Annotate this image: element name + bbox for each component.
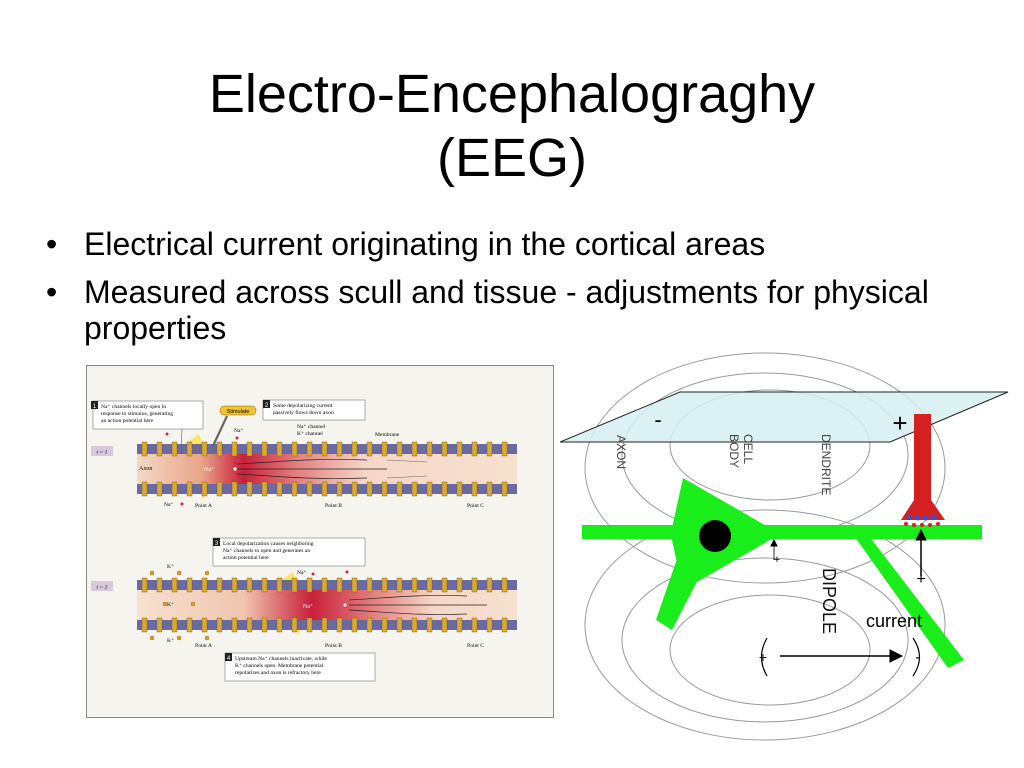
step-3-line: Local depolarization causes neighboring [223, 541, 314, 547]
bullet-list: • Electrical current originating in the … [40, 226, 980, 358]
step-2-line: Some depolarizing current [273, 403, 333, 409]
slide-title: Electro-Encephalograghy (EEG) [0, 62, 1024, 190]
neuron [582, 414, 982, 668]
step-4-line: repolarizes and axon is refractory here [235, 669, 321, 676]
na-ion-label: Na⁺ [234, 427, 244, 434]
step-2-callout: 2 Some depolarizing current passively fl… [262, 399, 366, 421]
point-b-label: Point B [325, 503, 342, 509]
dipole-figure-svg: - + AXON CELL BODY DENDRITE DIPOLE + + c… [560, 352, 1009, 741]
title-line-2: (EEG) [436, 128, 587, 188]
na-interior-label: Na⁺ [204, 466, 214, 473]
bullet-glyph: • [46, 226, 58, 262]
step-4-number: 4 [227, 656, 231, 662]
t2-tag [91, 581, 113, 591]
bullet-text: Electrical current originating in the co… [84, 226, 766, 262]
cell-body-text: BODY [727, 434, 741, 468]
basal-dendrite [656, 550, 708, 630]
bottom-minus-sign: - [915, 649, 920, 666]
bullet-item: • Measured across scull and tissue - adj… [40, 274, 980, 346]
t1-label: t = 1 [97, 450, 108, 456]
dipole-plus-sign: + [916, 571, 925, 588]
stimulate-label: Stimulate [227, 409, 250, 415]
k-ion-label: K⁺ [167, 563, 174, 570]
step-1-badge [91, 401, 98, 409]
step-1-line: response to stimulus, generating [101, 411, 173, 417]
step-3-callout: 3 Local depolarization causes neighborin… [212, 537, 366, 567]
title-line-1: Electro-Encephalograghy [208, 64, 816, 124]
current-label: current [866, 611, 922, 631]
t1-tag [91, 446, 113, 456]
membrane-label: Membrane [375, 432, 400, 438]
apical-dendrite [901, 414, 945, 520]
point-b-label: Point B [325, 643, 342, 649]
axon-text: AXON [614, 435, 628, 469]
bullet-text: Measured across scull and tissue - adjus… [84, 274, 929, 346]
k-interior-label: K⁺ [167, 601, 174, 608]
step-4-callout: 4 Upstream Na⁺ channels inactivate, whil… [224, 652, 376, 682]
dipole-arrows [770, 528, 927, 663]
point-c-label: Point C [467, 643, 484, 649]
step-1-callout: 1 Na⁺ channels locally open in response … [91, 400, 204, 455]
nucleus [699, 520, 731, 552]
step-2-number: 2 [265, 403, 269, 409]
step-4-line: Upstream Na⁺ channels inactivate, while [235, 655, 327, 662]
axon-figure: 1 Na⁺ channels locally open in response … [86, 365, 554, 718]
step-1-number: 1 [93, 404, 97, 410]
step-4-line: K⁺ channels open. Membrane potential [235, 662, 324, 669]
na-ion-label: Na⁺ [297, 569, 307, 576]
axon-t1 [137, 432, 517, 506]
step-1-line: Na⁺ channels locally open in [101, 403, 166, 410]
k-lower-label: K⁺ [167, 637, 174, 644]
dipole-figure: - + AXON CELL BODY DENDRITE DIPOLE + + c… [560, 350, 1024, 745]
t2-label: t = 2 [97, 585, 108, 591]
step-1-line: an action potential here [101, 418, 154, 424]
field-lines [584, 352, 946, 741]
axon-t2 [137, 570, 517, 641]
point-a-label: Point A [195, 503, 212, 509]
plane-plus-sign: + [892, 408, 907, 438]
bullet-item: • Electrical current originating in the … [40, 226, 980, 262]
cell-body-text: CELL [741, 434, 755, 464]
k-channel-label: K⁺ channel [297, 430, 323, 437]
step-1-box [92, 400, 204, 430]
axon-figure-svg: 1 Na⁺ channels locally open in response … [91, 399, 517, 682]
dipole-text: DIPOLE [819, 568, 839, 634]
stimulate-tag: Stimulate [212, 405, 257, 447]
step-2-line: passively flows down axon [273, 409, 334, 416]
bottom-plus-sign: + [759, 649, 767, 665]
na-interior-label: Na⁺ [303, 603, 313, 610]
bullet-glyph: • [46, 274, 58, 310]
dendrite-text: DENDRITE [819, 434, 833, 495]
na-channel-label: Na⁺ channel [297, 423, 326, 430]
point-c-label: Point C [467, 503, 484, 509]
step-3-line: Na⁺ channels to open and generates an [223, 547, 310, 554]
axon-label: Axon [139, 466, 152, 472]
step-3-line: action potential here [223, 555, 269, 561]
na-lower-label: Na⁺ [164, 501, 174, 508]
plane-minus-sign: - [654, 407, 661, 432]
current-flow-lines [236, 459, 387, 479]
step-3-number: 3 [215, 541, 219, 547]
small-plus-sign: + [774, 554, 780, 566]
point-a-label: Point A [195, 643, 212, 649]
dendrite-branch [850, 530, 964, 668]
recording-plane [560, 391, 1009, 443]
